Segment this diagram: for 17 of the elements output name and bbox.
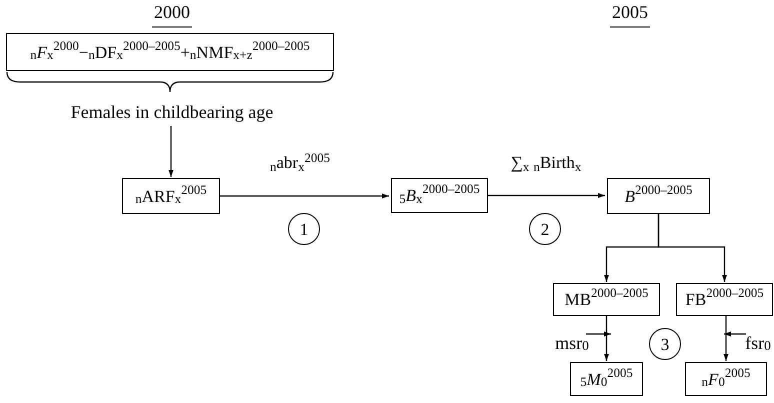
text-label: fsr$_{0}$ bbox=[742, 331, 774, 355]
text-label: msr$_{0}$ bbox=[552, 331, 592, 355]
text-label: Females in childbearing age bbox=[60, 98, 284, 126]
formula-box: FB$^{2000–2005}$ bbox=[676, 283, 773, 316]
formula-box: B$^{2000–2005}$ bbox=[607, 178, 710, 214]
edge-label: ∑$_{x}$ $_{n}$Birth$_{x}$ bbox=[510, 154, 582, 171]
arrow bbox=[220, 194, 389, 198]
arrow bbox=[604, 316, 609, 361]
arrow bbox=[724, 316, 728, 361]
arrow bbox=[724, 332, 746, 336]
arrow bbox=[586, 332, 611, 336]
year-heading: 2000 bbox=[154, 3, 190, 21]
year-heading: 2005 bbox=[612, 3, 648, 21]
formula-box: MB$^{2000–2005}$ bbox=[553, 283, 660, 316]
arrow bbox=[168, 126, 174, 177]
arrow bbox=[488, 193, 605, 198]
arrow bbox=[658, 214, 727, 282]
